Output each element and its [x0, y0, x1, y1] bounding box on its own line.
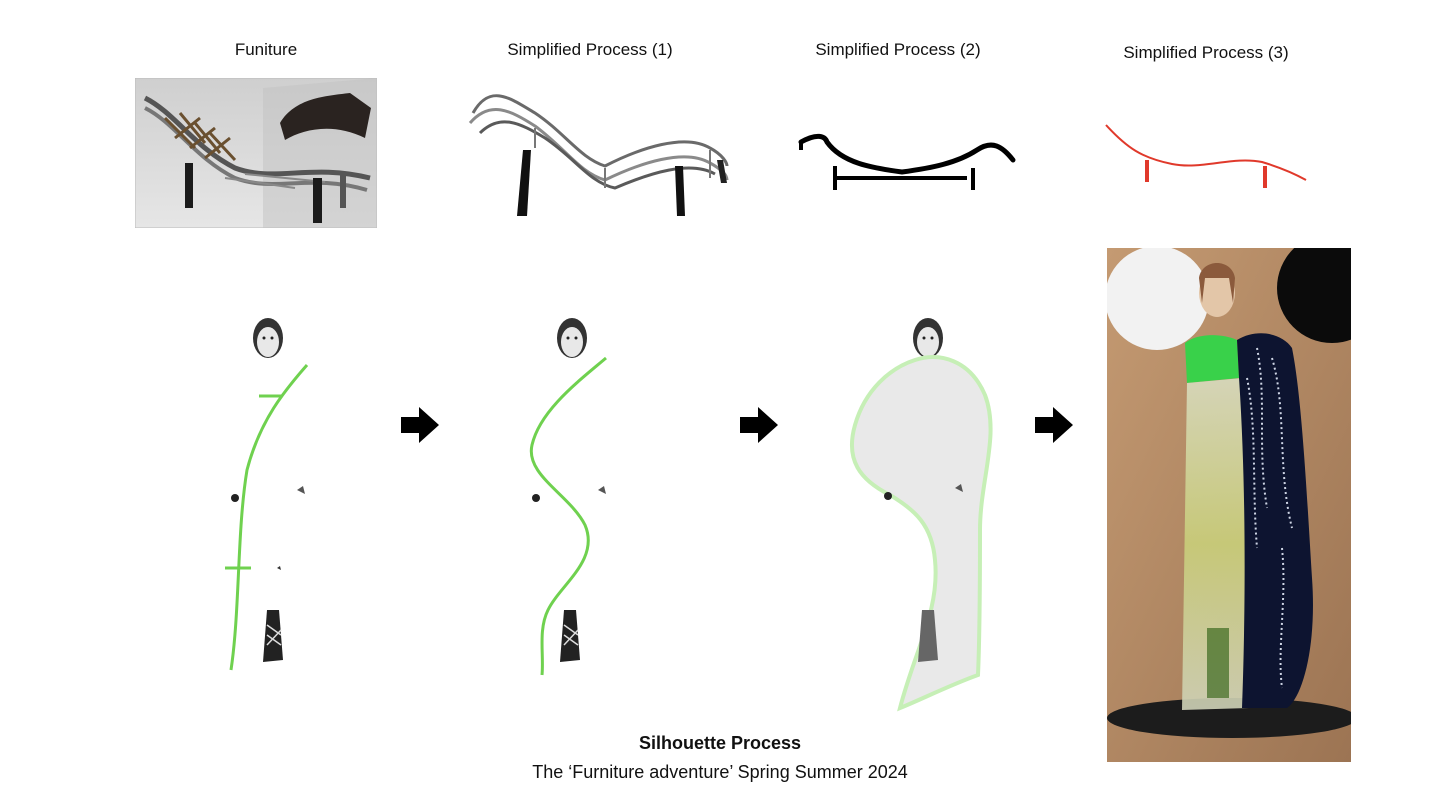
right-arrow-icon: [399, 405, 441, 445]
furniture-photo: [135, 78, 377, 228]
simplified-process-3-drawing: [1102, 120, 1312, 192]
final-garment-photo: [1107, 248, 1351, 762]
caption-subtitle: The ‘Furniture adventure’ Spring Summer …: [532, 762, 908, 782]
simplified-process-2-drawing: [797, 128, 1019, 200]
silhouette-figure-1: [215, 310, 325, 680]
simplified-process-1-drawing: [465, 88, 740, 220]
caption-title: Silhouette Process: [638, 733, 802, 753]
silhouette-figure-2: [510, 310, 620, 680]
heading-simplified-process-2: Simplified Process (2): [815, 40, 981, 59]
heading-simplified-process-1: Simplified Process (1): [507, 40, 673, 59]
heading-simplified-process-3: Simplified Process (3): [1123, 43, 1289, 62]
right-arrow-icon: [738, 405, 780, 445]
heading-furniture: Funiture: [234, 40, 298, 59]
silhouette-figure-3: [840, 310, 1000, 715]
right-arrow-icon: [1033, 405, 1075, 445]
